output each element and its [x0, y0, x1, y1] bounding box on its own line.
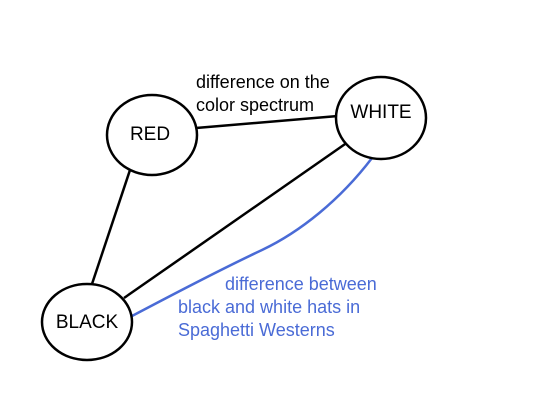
edge-red-black — [90, 169, 132, 285]
annotation-westerns-line-3: Spaghetti Westerns — [178, 320, 335, 340]
annotation-spectrum: difference on the color spectrum — [196, 72, 335, 115]
node-white-label: WHITE — [350, 102, 411, 123]
node-black: BLACK — [40, 282, 134, 362]
annotation-westerns-line-1: difference between — [225, 274, 377, 294]
node-white: WHITE — [334, 75, 428, 161]
node-red: RED — [105, 93, 199, 177]
node-black-label: BLACK — [56, 312, 119, 333]
edge-red-white — [195, 114, 339, 130]
annotation-spectrum-line-2: color spectrum — [196, 95, 314, 115]
annotation-westerns: difference between black and white hats … — [178, 274, 382, 340]
edge-white-black — [123, 140, 349, 300]
annotation-westerns-line-2: black and white hats in — [178, 297, 360, 317]
edge-white-black-hats — [131, 157, 373, 318]
node-red-label: RED — [130, 124, 170, 145]
annotation-spectrum-line-1: difference on the — [196, 72, 330, 92]
